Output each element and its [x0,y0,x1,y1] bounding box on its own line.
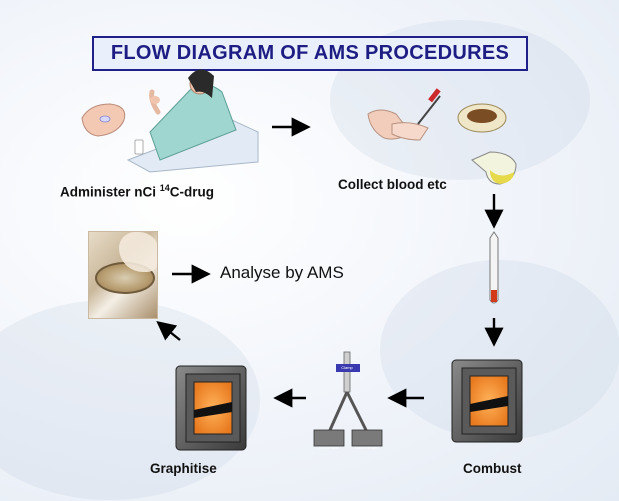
administer-prefix: Administer nCi [60,184,160,200]
bedpan-icon [457,103,507,133]
sample-tube-icon [489,231,499,304]
hand-pill-icon [81,103,126,137]
administer-caption: Administer nCi 14C-drug [60,183,214,200]
graphitise-furnace-icon [175,365,247,451]
apparatus-left-label: Dry ice slush [319,446,339,450]
apparatus-top-label: Clamp [341,365,353,370]
administer-superscript: 14 [159,183,170,193]
cryo-trap-apparatus-icon: Clamp Dry ice slush Liquid nitrogen [313,351,383,450]
administer-suffix: C-drug [169,184,215,200]
blood-sampling-icon [367,88,441,141]
combust-furnace-icon [451,359,523,443]
arrow-graphitise-to-analyse [156,321,181,341]
title-box: FLOW DIAGRAM OF AMS PROCEDURES [92,36,528,71]
combust-caption: Combust [463,461,522,476]
collect-caption: Collect blood etc [338,177,447,192]
patient-in-bed-icon [126,69,259,173]
urine-bottle-icon [471,151,517,185]
ams-sample-photo [88,231,158,319]
diagram-title: FLOW DIAGRAM OF AMS PROCEDURES [110,42,510,64]
apparatus-right-label: Liquid nitrogen [356,446,379,450]
graphitise-caption: Graphitise [150,461,217,476]
analyse-caption: Analyse by AMS [220,263,344,282]
